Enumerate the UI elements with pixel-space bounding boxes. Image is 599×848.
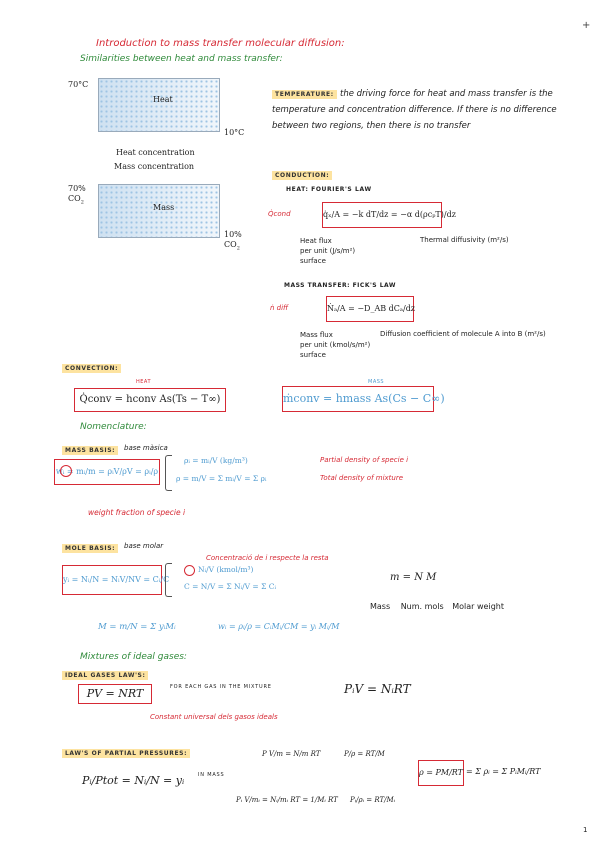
mass-basis-word: base màsica bbox=[124, 444, 168, 452]
ci-equation: Nᵢ/V (kmol/m³) bbox=[198, 565, 254, 574]
mole-brace bbox=[165, 563, 172, 597]
top-mass-equation: P V/m = N/m RT bbox=[262, 750, 321, 758]
m-nm-equation: m = N M bbox=[390, 572, 437, 583]
mass-basis-tag: MASS BASIS: bbox=[62, 446, 119, 455]
diffusion-coef-desc: Diffusion coefficient of molecule A into… bbox=[380, 330, 546, 338]
mass-small-label: MASS bbox=[368, 379, 385, 385]
mass-conc-label: Mass concentration bbox=[114, 162, 195, 171]
heat-label: Heat bbox=[153, 95, 173, 104]
q-cond-label: Q̇cond bbox=[268, 210, 291, 218]
molar-mass-equation: M = m/N = Σ yᵢMᵢ bbox=[98, 622, 176, 632]
fourier-law-title: HEAT: FOURIER'S LAW bbox=[286, 186, 372, 193]
top-density-equation: P/ρ = RT/M bbox=[344, 750, 385, 758]
total-density-label: Total density of mixture bbox=[320, 474, 404, 482]
partial-pressure-equation: Pᵢ/Ptot = Nᵢ/N = yᵢ bbox=[82, 774, 185, 787]
co2-low-label: CO2 bbox=[224, 240, 240, 252]
constant-label: Constant universal dels gasos ideals bbox=[150, 713, 278, 721]
heat-convection-equation: Q̇conv = hconv As(Ts − T∞) bbox=[74, 388, 226, 412]
convection-tag: CONVECTION: bbox=[62, 364, 122, 373]
weight-fraction-equation: wᵢ = ρᵢ/ρ = CᵢMᵢ/CM = yᵢ Mᵢ/M bbox=[218, 622, 340, 631]
ideal-gas-equation: PV = NRT bbox=[78, 684, 152, 704]
heat-mass-figure: 70°C Heat 10°C Heat concentration Mass c… bbox=[68, 70, 268, 252]
temperature-tag: TEMPERATURE: bbox=[272, 90, 337, 99]
heat-conc-label: Heat concentration bbox=[116, 148, 195, 157]
partial-density-equation: ρᵢ = mᵢ/V (kg/m³) bbox=[184, 456, 248, 465]
nomenclature-title: Nomenclature: bbox=[80, 422, 147, 432]
thermal-diffusivity-desc: Thermal diffusivity (m²/s) bbox=[420, 236, 509, 244]
rho-sum-equation: = Σ ρᵢ = Σ PᵢMᵢ/RT bbox=[466, 767, 541, 776]
temperature-text: the driving force for heat and mass tran… bbox=[272, 89, 557, 131]
c-equation: C = N/V = Σ Nᵢ/V = Σ Cᵢ bbox=[184, 582, 277, 591]
m-descriptions: Mass Num. mols Molar weight bbox=[370, 602, 504, 611]
temp-cold-label: 10°C bbox=[224, 128, 245, 137]
heat-flux-desc: Heat flux per unit (J/s/m²) surface bbox=[300, 237, 356, 265]
temp-hot-label: 70°C bbox=[68, 80, 89, 89]
ci-circle bbox=[184, 565, 195, 576]
mole-basis-tag: MOLE BASIS: bbox=[62, 544, 119, 553]
ideal-mixtures-title: Mixtures of ideal gases: bbox=[80, 652, 187, 662]
conduction-tag: CONDUCTION: bbox=[272, 171, 333, 180]
mass-brace bbox=[165, 455, 172, 491]
weight-fraction-circle bbox=[60, 465, 72, 477]
bottom-density-equation: Pᵢ/ρᵢ = RT/Mᵢ bbox=[350, 796, 396, 804]
n-diff-label: ṅ diff bbox=[270, 304, 289, 312]
partial-density-label: Partial density of specie i bbox=[320, 456, 409, 464]
mols-word: Num. mols bbox=[400, 602, 444, 611]
partial-pressures-tag: LAW'S OF PARTIAL PRESSURES: bbox=[62, 749, 191, 758]
mole-fraction-equation: yᵢ = Nᵢ/N = NᵢV/NV = Cᵢ/C bbox=[62, 565, 169, 595]
rho-equation-box: ρ = PM/RT bbox=[418, 760, 464, 786]
co2-high-pct: 70% bbox=[68, 184, 86, 193]
each-gas-label: FOR EACH GAS IN THE MIXTURE bbox=[170, 684, 272, 690]
mass-convection-equation: ṁconv = hmass As(Cs − C∞) bbox=[282, 386, 445, 412]
mass-region: Mass bbox=[98, 184, 220, 238]
mass-flux-desc: Mass flux per unit (kmol/s/m²) surface bbox=[300, 331, 371, 359]
fourier-equation: q̇ₓ/A = −k dT/dz = −α d(ρcₚT)/dz bbox=[322, 202, 456, 228]
mass-label: Mass bbox=[153, 203, 175, 212]
heat-small-label: HEAT bbox=[136, 379, 152, 385]
ideal-gas-law-tag: IDEAL GASES LAW'S: bbox=[62, 671, 149, 680]
bottom-mass-equation: Pᵢ V/mᵢ = Nᵢ/mᵢ RT = 1/Mᵢ RT bbox=[236, 796, 338, 804]
molar-weight-word: Molar weight bbox=[452, 602, 504, 611]
co2-high-label: CO2 bbox=[68, 194, 84, 206]
corner-mark: + bbox=[582, 20, 591, 31]
page-title: Introduction to mass transfer molecular … bbox=[96, 38, 345, 49]
fick-equation: Ṅₐ/A = −D_AB dCₐ/dz bbox=[326, 296, 415, 322]
weight-fraction-label: weight fraction of specie i bbox=[88, 508, 186, 517]
fick-law-title: MASS TRANSFER: FICK'S LAW bbox=[284, 282, 397, 289]
heat-region: Heat bbox=[98, 78, 220, 132]
mass-word: Mass bbox=[370, 602, 391, 611]
partial-ideal-gas-equation: PᵢV = NᵢRT bbox=[344, 682, 411, 696]
in-mass-label: IN MASS bbox=[198, 772, 225, 778]
co2-low-pct: 10% bbox=[224, 230, 242, 239]
total-density-equation: ρ = m/V = Σ mᵢ/V = Σ ρᵢ bbox=[176, 474, 267, 483]
mole-basis-word: base molar bbox=[124, 542, 164, 550]
concentration-label: Concentració de i respecte la resta bbox=[206, 554, 329, 562]
mass-fraction-equation: wᵢ = mᵢ/m = ρᵢV/ρV = ρᵢ/ρ bbox=[54, 459, 160, 485]
page-number: 1 bbox=[583, 826, 588, 834]
page-subtitle: Similarities between heat and mass trans… bbox=[80, 54, 283, 64]
